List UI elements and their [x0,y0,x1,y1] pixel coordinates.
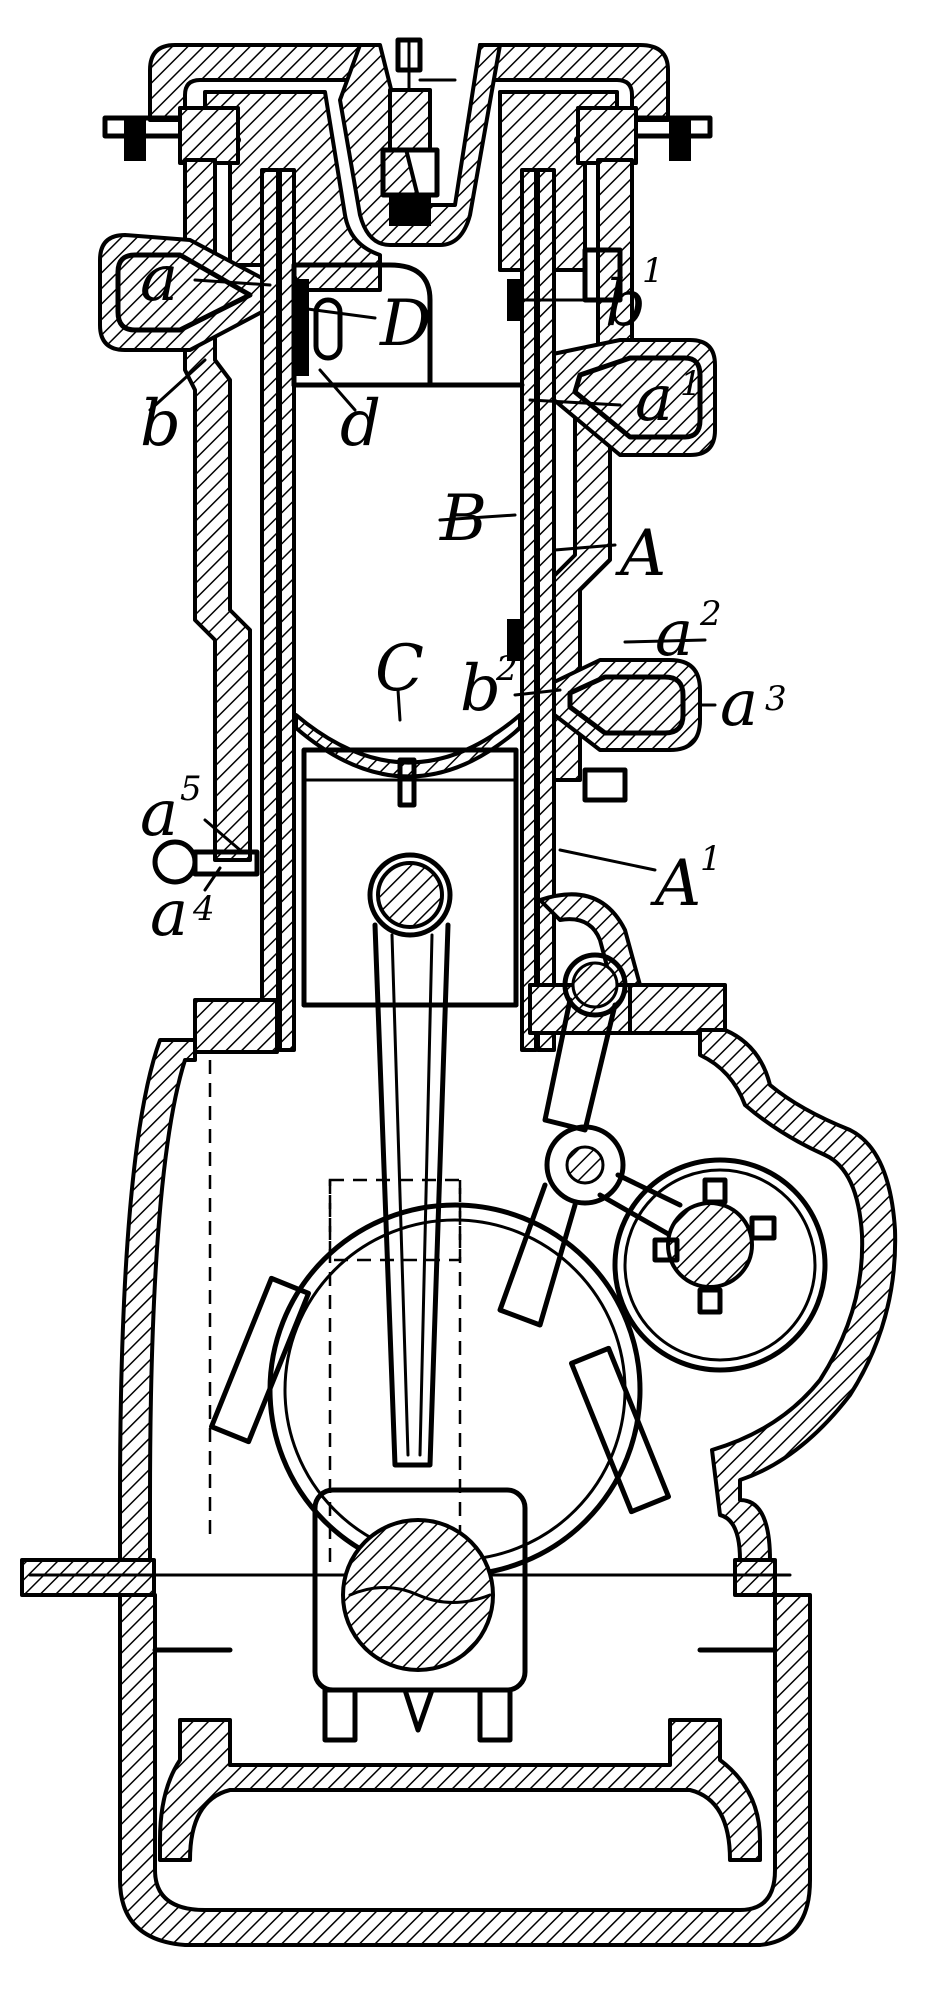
port-slot-icon [313,297,343,361]
label-a4: a 4 [150,877,215,951]
svg-text:b: b [460,652,501,726]
piston [294,713,522,1008]
label-a3: a 3 [720,667,787,741]
label-a: a [140,242,178,316]
label-A: A [615,517,666,591]
svg-text:b: b [140,387,181,461]
svg-text:a: a [655,597,693,671]
spark-plug-icon [380,37,457,226]
svg-text:a: a [140,242,178,316]
svg-text:1: 1 [642,251,664,291]
svg-text:3: 3 [765,679,787,719]
sleeve-drive-linkage [497,952,683,1328]
eccentric-shaft-icon [666,1201,754,1289]
svg-text:a: a [140,777,178,851]
svg-text:4: 4 [192,889,215,929]
eccentric-shaft [612,1157,828,1373]
crankcase [20,892,898,1947]
svg-text:A: A [615,517,666,591]
label-B: B [439,482,487,556]
svg-text:B: B [439,482,487,556]
svg-text:2: 2 [699,594,722,634]
oil-fitting [152,839,260,885]
svg-text:2: 2 [495,649,518,689]
reference-labels: a D b d b 1 a 1 B A a 2 b 2 [140,242,787,951]
label-a5: a 5 [140,769,202,851]
svg-text:a: a [635,362,673,436]
label-A1: A 1 [650,839,722,921]
head-bolt-left-icon [124,119,146,161]
wrist-pin-icon [376,861,444,929]
svg-text:C: C [375,632,424,706]
sleeve-valves [260,168,556,1052]
label-b: b [140,387,181,461]
port-passages [98,233,717,803]
svg-text:1: 1 [680,364,702,404]
big-end [312,1487,528,1743]
svg-text:D: D [379,287,431,361]
svg-text:a: a [150,877,188,951]
svg-text:A: A [650,847,701,921]
label-D: D [379,287,431,361]
label-d: d [340,387,381,461]
svg-text:d: d [340,387,381,461]
head-bolt-right-icon [669,119,691,161]
svg-text:a: a [720,667,758,741]
label-b2: b 2 [460,649,518,726]
label-a2: a 2 [655,594,722,671]
leader-lines [148,278,717,892]
label-b1: b 1 [605,251,664,341]
label-C: C [375,632,424,706]
svg-text:5: 5 [180,769,202,809]
label-a1: a 1 [635,362,702,436]
connecting-rod [367,852,453,1468]
svg-text:1: 1 [700,839,722,879]
svg-text:b: b [605,267,646,341]
